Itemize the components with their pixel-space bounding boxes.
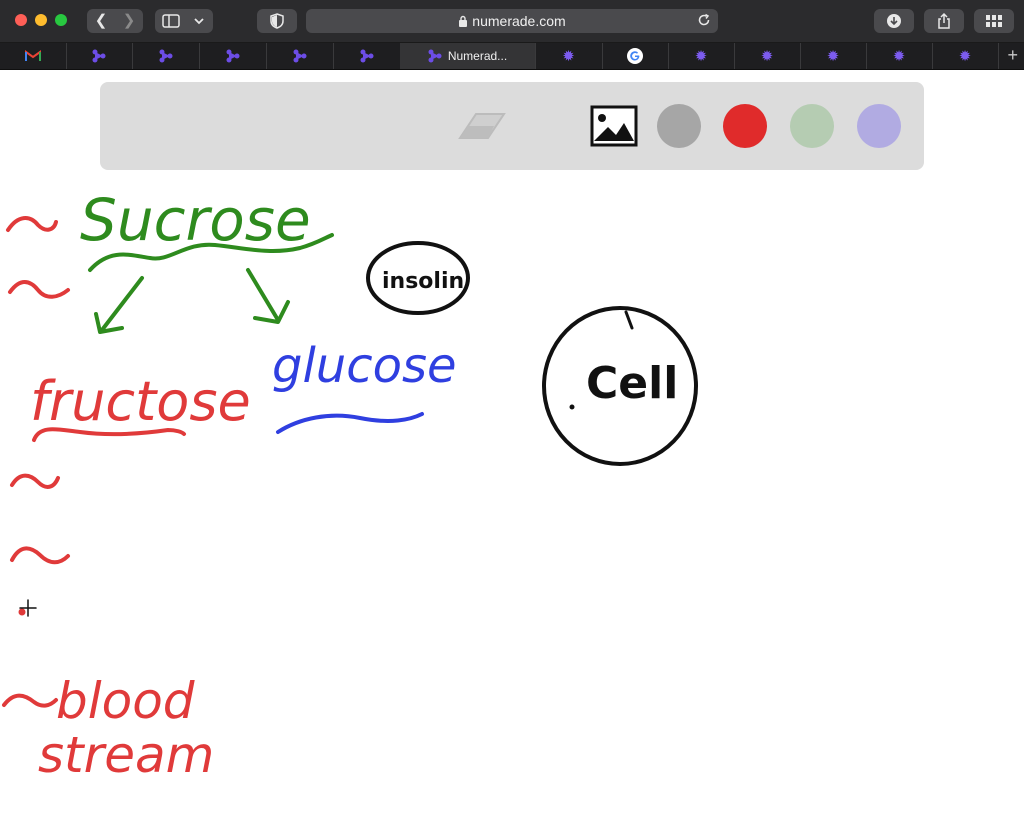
tab-star-3[interactable]: ✹	[734, 43, 801, 69]
blood-label: blood	[56, 672, 195, 730]
purple-star-icon: ✹	[694, 48, 708, 65]
navigation-buttons: ❮ ❯	[87, 9, 143, 33]
sucrose-label: Sucrose	[80, 186, 311, 254]
tab-star-2[interactable]: ✹	[668, 43, 735, 69]
tab-bar: Numerad... ✹ ✹ ✹ ✹ ✹ ✹ +	[0, 43, 1024, 70]
forward-icon[interactable]: ❯	[122, 12, 136, 29]
shield-icon	[270, 13, 284, 29]
red-dot	[18, 608, 26, 616]
sucrose-underline	[88, 233, 334, 272]
color-swatch-purple[interactable]	[857, 104, 901, 148]
eraser-icon[interactable]	[454, 108, 506, 144]
tab-overview-button[interactable]	[974, 9, 1014, 33]
zoom-window-button[interactable]	[55, 14, 67, 26]
numerade-icon	[428, 49, 442, 63]
tab-google[interactable]	[602, 43, 669, 69]
tab-numerade-2[interactable]	[132, 43, 200, 69]
arrow-to-glucose	[246, 268, 290, 324]
reload-icon[interactable]	[696, 12, 712, 28]
tilde-mark	[2, 693, 58, 708]
tab-star-4[interactable]: ✹	[800, 43, 867, 69]
tab-title: Numerad...	[447, 49, 508, 63]
tab-star-5[interactable]: ✹	[866, 43, 933, 69]
purple-star-icon: ✹	[892, 48, 906, 65]
numerade-icon	[360, 49, 373, 63]
sidebar-toggle-button[interactable]	[155, 9, 213, 33]
lock-icon	[459, 15, 468, 27]
cell-dot	[569, 404, 575, 410]
cell-tick	[624, 310, 634, 330]
tilde-mark	[10, 546, 70, 565]
crosshair-cursor	[19, 599, 37, 617]
url-text: numerade.com	[472, 13, 566, 29]
address-bar[interactable]: numerade.com	[306, 9, 718, 33]
glucose-label: glucose	[272, 338, 457, 394]
tab-star-6[interactable]: ✹	[932, 43, 999, 69]
tab-numerade-4[interactable]	[266, 43, 334, 69]
tilde-mark	[10, 473, 60, 489]
chevron-down-icon[interactable]	[192, 16, 206, 26]
purple-star-icon: ✹	[826, 48, 840, 65]
close-window-button[interactable]	[15, 14, 27, 26]
purple-star-icon: ✹	[760, 48, 774, 65]
gmail-icon	[25, 50, 41, 61]
color-swatch-green[interactable]	[790, 104, 834, 148]
drawing-toolbar	[100, 82, 924, 170]
browser-titlebar: ❮ ❯ numerade.com	[0, 0, 1024, 43]
tab-numerade-active[interactable]: Numerad...	[400, 43, 536, 69]
image-icon[interactable]	[590, 105, 638, 147]
downloads-button[interactable]	[874, 9, 914, 33]
numerade-icon	[92, 49, 106, 63]
glucose-underline	[276, 412, 424, 434]
numerade-icon	[293, 49, 306, 63]
arrow-to-fructose	[94, 276, 144, 334]
color-swatch-red[interactable]	[723, 104, 767, 148]
insulin-circle	[366, 241, 470, 315]
download-icon	[887, 14, 901, 28]
purple-star-icon: ✹	[958, 48, 972, 65]
google-icon	[627, 48, 643, 64]
whiteboard-canvas[interactable]: Sucrose fructose glucose insolin Cell bl…	[0, 70, 1024, 826]
tab-numerade-1[interactable]	[66, 43, 133, 69]
numerade-icon	[159, 49, 172, 63]
sidebar-icon	[162, 14, 180, 28]
color-swatch-gray[interactable]	[657, 104, 701, 148]
fructose-underline	[32, 427, 186, 442]
stream-label: stream	[38, 726, 214, 784]
insulin-label: insolin	[382, 269, 464, 294]
tab-numerade-5[interactable]	[333, 43, 401, 69]
tilde-mark	[6, 216, 58, 232]
share-icon	[938, 12, 950, 29]
back-icon[interactable]: ❮	[94, 12, 108, 29]
tab-star-1[interactable]: ✹	[535, 43, 603, 69]
cell-label: Cell	[586, 358, 678, 409]
purple-star-icon: ✹	[562, 48, 575, 65]
tab-numerade-3[interactable]	[199, 43, 267, 69]
new-tab-icon[interactable]: +	[1007, 45, 1018, 65]
fructose-label: fructose	[30, 370, 251, 433]
cell-circle	[542, 306, 698, 466]
numerade-icon	[226, 49, 239, 63]
minimize-window-button[interactable]	[35, 14, 47, 26]
tab-gmail[interactable]	[0, 43, 67, 69]
tilde-mark	[8, 280, 70, 299]
grid-icon	[986, 15, 1002, 27]
share-button[interactable]	[924, 9, 964, 33]
privacy-report-button[interactable]	[257, 9, 297, 33]
